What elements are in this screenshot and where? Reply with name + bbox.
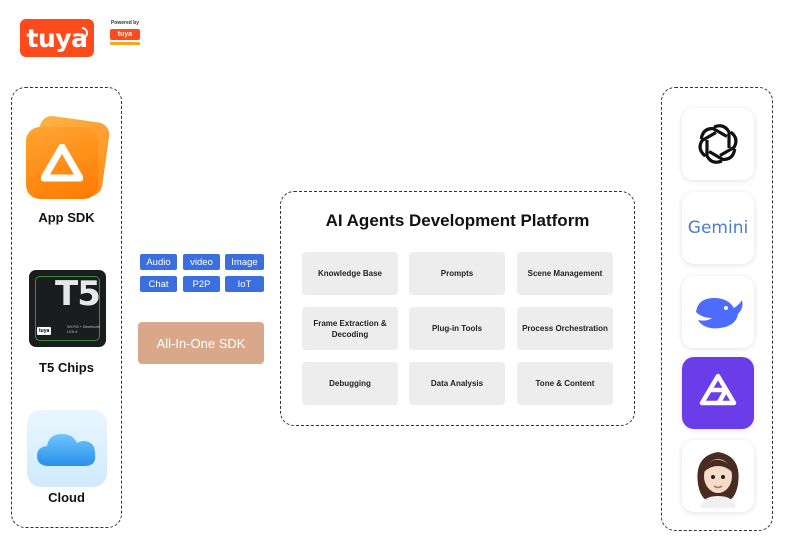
t5-chips-label: T5 Chips <box>39 360 94 375</box>
deepseek-icon <box>682 276 754 348</box>
t5-chip-icon: T5 tuya Wi-Fi6 + Bluetooth LE5.4 <box>29 270 106 347</box>
tuya-logo: tuya <box>20 19 94 57</box>
platform-box <box>280 191 635 426</box>
chip-spec: Wi-Fi6 + Bluetooth LE5.4 <box>67 324 101 334</box>
cloud-icon <box>27 410 107 487</box>
cell-scene-management: Scene Management <box>517 252 613 295</box>
chip-title: T5 <box>55 274 101 314</box>
left-panel <box>11 87 122 528</box>
platform-title: AI Agents Development Platform <box>325 211 590 230</box>
tongyi-qwen-icon <box>682 357 754 429</box>
logo-text: tuya <box>26 23 88 53</box>
powered-by-logo: tuya <box>110 29 140 40</box>
chip-brand: tuya <box>37 327 52 335</box>
powered-by-text: Powered by <box>110 20 140 26</box>
cell-plugin-tools: Plug-in Tools <box>409 307 505 350</box>
avatar-icon <box>682 440 754 512</box>
tag-audio: Audio <box>140 254 177 270</box>
cell-data-analysis: Data Analysis <box>409 362 505 405</box>
cell-tone-content: Tone & Content <box>517 362 613 405</box>
cell-process-orchestration: Process Orchestration <box>517 307 613 350</box>
gemini-icon: Gemini <box>682 192 754 264</box>
tag-iot: IoT <box>225 276 264 292</box>
powered-by-badge: Powered by tuya <box>110 20 140 45</box>
gemini-label: Gemini <box>687 218 749 238</box>
powered-by-bar <box>110 42 140 45</box>
right-panel <box>661 87 773 531</box>
app-sdk-label: App SDK <box>38 210 95 225</box>
cell-frame-extraction: Frame Extraction & Decoding <box>302 307 398 350</box>
openai-icon <box>682 108 754 180</box>
cell-debugging: Debugging <box>302 362 398 405</box>
tag-video: video <box>183 254 220 270</box>
tag-chat: Chat <box>140 276 177 292</box>
cell-prompts: Prompts <box>409 252 505 295</box>
cell-knowledge-base: Knowledge Base <box>302 252 398 295</box>
cloud-label: Cloud <box>48 490 85 505</box>
tag-image: Image <box>225 254 264 270</box>
app-sdk-icon <box>22 114 111 199</box>
tag-p2p: P2P <box>183 276 220 292</box>
all-in-one-sdk: All-In-One SDK <box>138 322 264 364</box>
